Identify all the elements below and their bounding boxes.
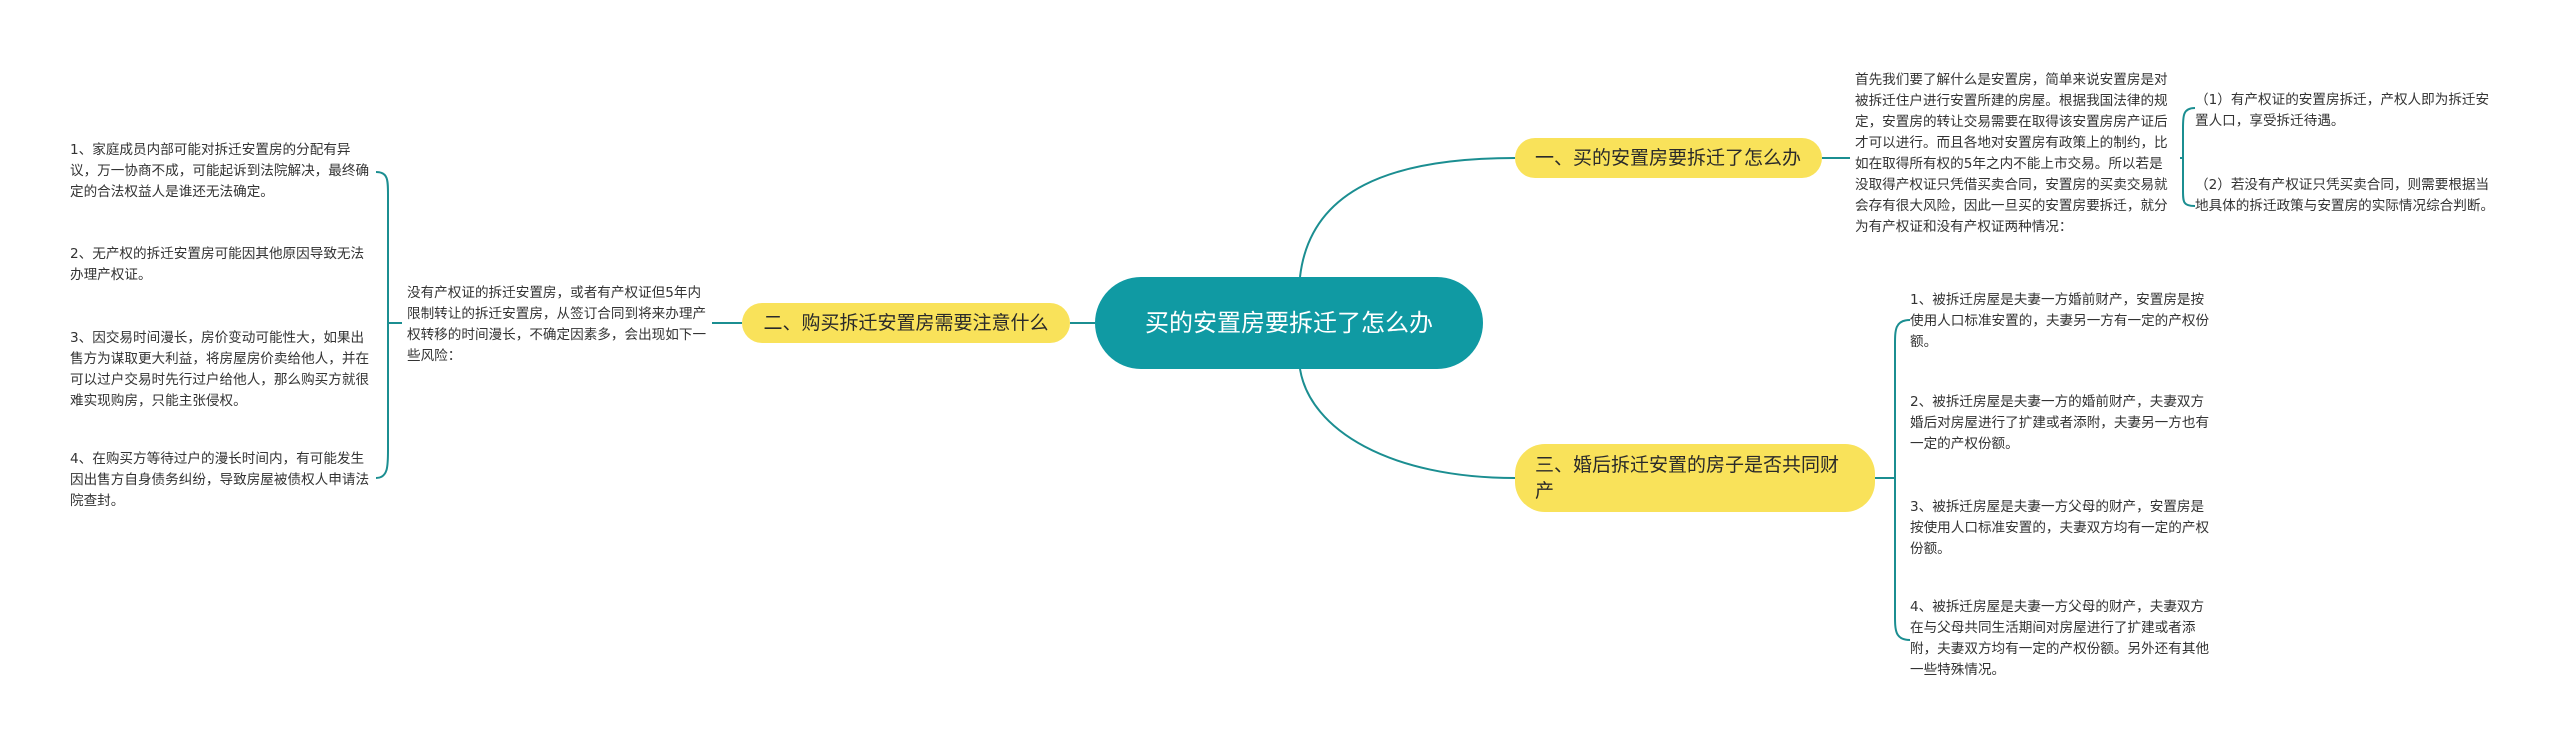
- branch-2-item-1: 1、家庭成员内部可能对拆迁安置房的分配有异议，万一协商不成，可能起诉到法院解决，…: [70, 142, 370, 200]
- branch-3-item-1: 1、被拆迁房屋是夫妻一方婚前财产，安置房是按使用人口标准安置的，夫妻另一方有一定…: [1910, 292, 2210, 350]
- branch-topic-1-label: 一、买的安置房要拆迁了怎么办: [1535, 147, 1802, 169]
- branch-3-item-2: 2、被拆迁房屋是夫妻一方的婚前财产，夫妻双方婚后对房屋进行了扩建或者添附，夫妻另…: [1910, 394, 2210, 452]
- branch-topic-2-label: 二、购买拆迁安置房需要注意什么: [763, 312, 1049, 334]
- branch-topic-1[interactable]: 一、买的安置房要拆迁了怎么办: [1515, 138, 1822, 178]
- connector-root-branch-3: [1299, 368, 1516, 479]
- connector-paragraph-1-bracket: [2180, 107, 2196, 207]
- branch-2-paragraph: 没有产权证的拆迁安置房，或者有产权证但5年内限制转让的拆迁安置房，从签订合同到将…: [407, 285, 707, 364]
- branch-1-paragraph: 首先我们要了解什么是安置房，简单来说安置房是对被拆迁住户进行安置所建的房屋。根据…: [1855, 72, 2168, 235]
- connector-paragraph-2-bracket: [375, 171, 402, 479]
- branch-1-item-2: （2）若没有产权证只凭买卖合同，则需要根据当地具体的拆迁政策与安置房的实际情况综…: [2195, 177, 2495, 214]
- branch-3-item-3: 3、被拆迁房屋是夫妻一方父母的财产，安置房是按使用人口标准安置的，夫妻双方均有一…: [1910, 499, 2210, 557]
- connector-root-branch-1: [1299, 157, 1516, 278]
- root-topic-label: 买的安置房要拆迁了怎么办: [1145, 309, 1433, 337]
- connector-branch-3-bracket: [1875, 319, 1911, 641]
- branch-3-item-4: 4、被拆迁房屋是夫妻一方父母的财产，夫妻双方在与父母共同生活期间对房屋进行了扩建…: [1910, 599, 2210, 678]
- branch-topic-2[interactable]: 二、购买拆迁安置房需要注意什么: [742, 303, 1070, 343]
- branch-topic-3-label: 三、婚后拆迁安置的房子是否共同财产: [1535, 454, 1840, 502]
- branch-2-item-3: 3、因交易时间漫长，房价变动可能性大，如果出售方为谋取更大利益，将房屋房价卖给他…: [70, 330, 370, 409]
- branch-1-item-1: （1）有产权证的安置房拆迁，产权人即为拆迁安置人口，享受拆迁待遇。: [2195, 92, 2490, 129]
- branch-topic-3[interactable]: 三、婚后拆迁安置的房子是否共同财产: [1515, 444, 1875, 512]
- root-topic[interactable]: 买的安置房要拆迁了怎么办: [1095, 277, 1483, 369]
- branch-2-item-2: 2、无产权的拆迁安置房可能因其他原因导致无法办理产权证。: [70, 246, 365, 283]
- branch-2-item-4: 4、在购买方等待过户的漫长时间内，有可能发生因出售方自身债务纠纷，导致房屋被债权…: [70, 451, 370, 509]
